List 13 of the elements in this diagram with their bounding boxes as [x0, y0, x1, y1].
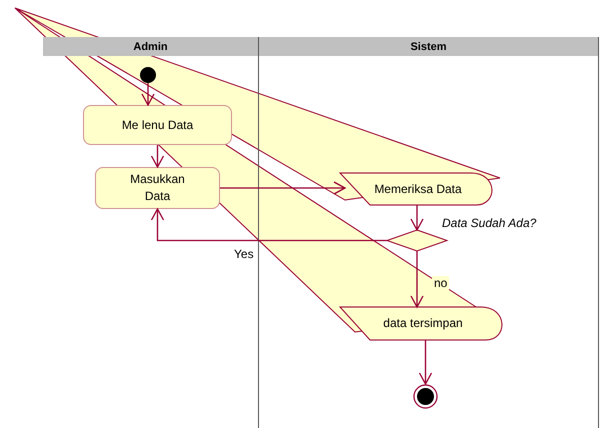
swimlane: [43, 37, 259, 428]
activity-label: data tersimpan: [383, 315, 463, 332]
lane-header: Admin: [43, 37, 258, 56]
swimlane: [259, 37, 599, 428]
activity-box: [95, 167, 220, 209]
activity-label: Me lenu Data: [122, 116, 194, 134]
edge-label: no: [432, 276, 450, 290]
guard-label: Data Sudah Ada?: [442, 215, 536, 232]
lane-header: Sistem: [259, 37, 598, 56]
activity-label: Masukkan Data: [129, 171, 186, 205]
activity-box: [83, 105, 232, 145]
edge-label: Yes: [232, 247, 256, 261]
activity-label: Memeriksa Data: [374, 180, 462, 198]
